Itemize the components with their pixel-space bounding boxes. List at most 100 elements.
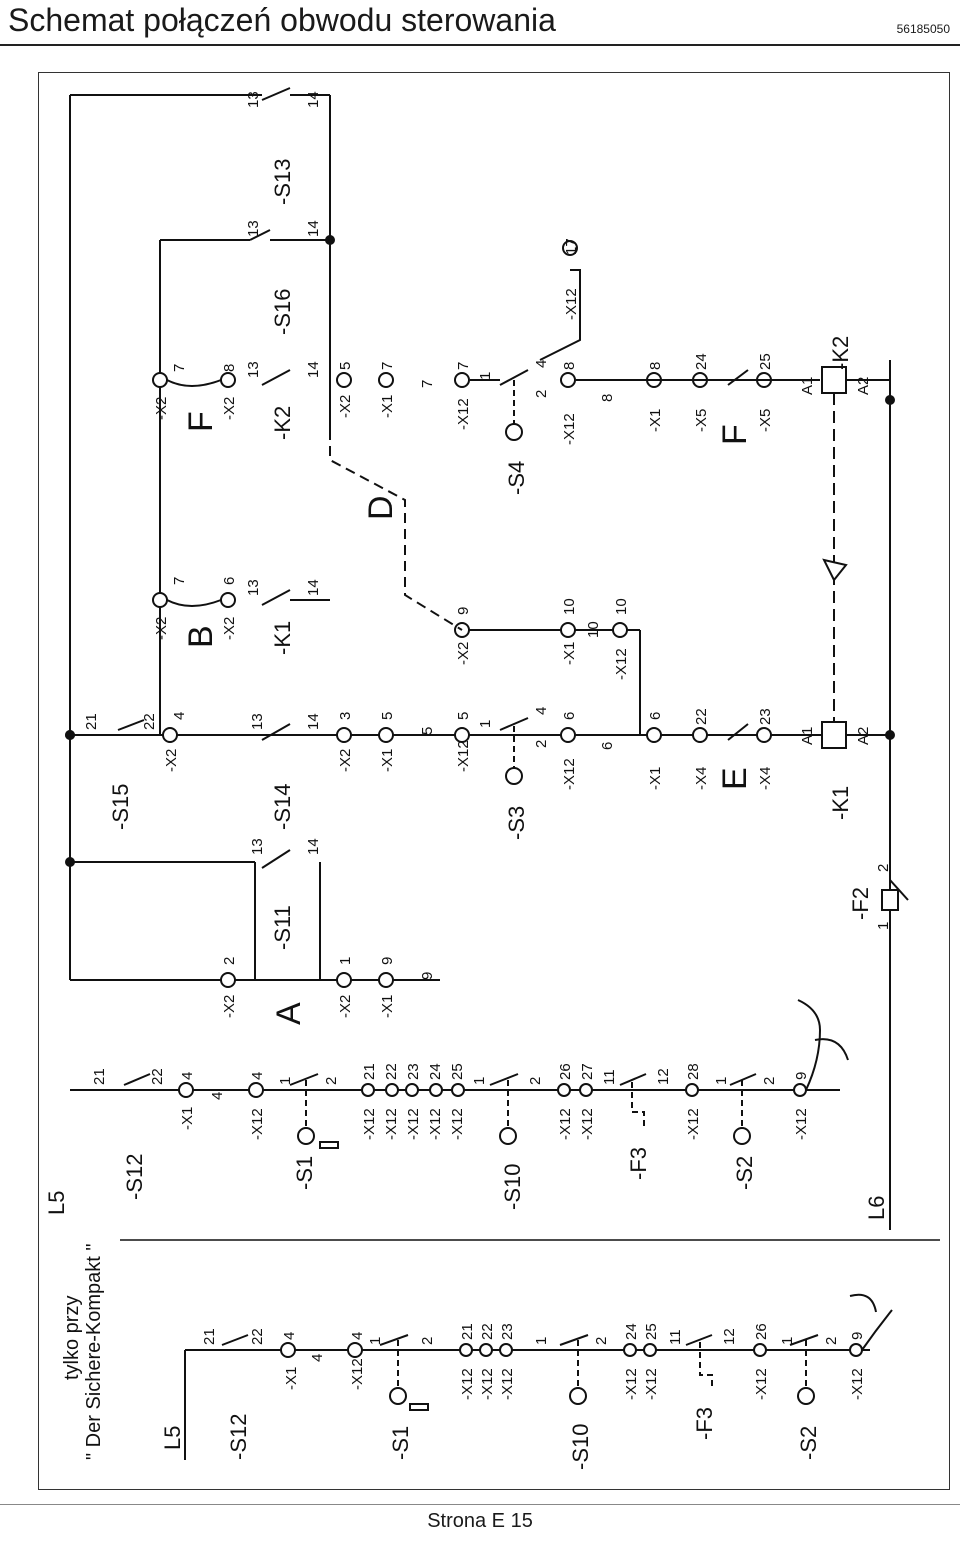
k2-contact-label: -K2	[270, 406, 295, 440]
c-pin: 24	[693, 353, 710, 370]
a-pin: 13	[249, 838, 266, 855]
c2-x12-terminal-6	[560, 727, 576, 743]
s1-button-base	[319, 1141, 339, 1149]
left-f3-link	[699, 1342, 713, 1390]
a-x1-terminal-9	[378, 972, 394, 988]
c2-x4-label: -X4	[693, 767, 710, 790]
c-x12-label-2: -X12	[561, 413, 578, 445]
s11-contact	[261, 849, 291, 869]
s1-pushbutton	[297, 1127, 315, 1145]
f-contact	[727, 369, 749, 386]
b-x2-label-3: -X2	[455, 642, 472, 665]
c-pin: 7	[455, 362, 472, 370]
c-pin: 8	[647, 362, 664, 370]
x12-terminal-4	[248, 1082, 264, 1098]
left-x12-terminal-25	[643, 1343, 657, 1357]
left-pin: 4	[309, 1354, 326, 1362]
wire-hook	[814, 1038, 849, 1061]
s1-label: -S1	[292, 1156, 317, 1190]
page-number: Strona E 15	[427, 1510, 533, 1532]
x12-terminal-22	[385, 1083, 399, 1097]
left-x12-label-6: -X12	[643, 1368, 660, 1400]
x12-label: -X12	[383, 1108, 400, 1140]
pin: 23	[405, 1063, 422, 1080]
left-x1-label: -X1	[283, 1367, 300, 1390]
x12-label: -X12	[427, 1108, 444, 1140]
c2-x2-terminal-4	[162, 727, 178, 743]
k1-contact	[261, 589, 291, 606]
c2-pin: 1	[477, 720, 494, 728]
s16-pin: 13	[245, 220, 262, 237]
s14-label: -S14	[270, 784, 295, 830]
k2-label: -K2	[828, 336, 853, 370]
k2-contact	[261, 369, 291, 386]
c2-pin: 6	[599, 742, 616, 750]
c-x1-label-2: -X1	[647, 409, 664, 432]
c2-pin: 5	[379, 712, 396, 720]
left-s10-contact	[559, 1334, 589, 1346]
group-f-letter: F	[716, 424, 754, 445]
c2-x4-label-2: -X4	[757, 767, 774, 790]
k1-label: -K1	[828, 786, 853, 820]
f3-contact	[619, 1073, 647, 1086]
c-x2-label-3: -X2	[337, 395, 354, 418]
x12-terminal-23	[405, 1083, 419, 1097]
left-pin: 4	[349, 1332, 366, 1340]
a-pin: 9	[379, 957, 396, 965]
left-pin: 26	[753, 1323, 770, 1340]
x1-label: -X1	[179, 1107, 196, 1130]
c2-pin: 6	[647, 712, 664, 720]
x12-17-label: -X12	[563, 288, 580, 320]
circuit-diagram: " Der Sichere-Kompakt " tylko przy L5 -S…	[44, 87, 940, 1470]
c2-x1-terminal-5	[378, 727, 394, 743]
left-pin: 2	[593, 1337, 610, 1345]
x12-label: -X12	[361, 1108, 378, 1140]
rail-l5-label: L5	[44, 1191, 69, 1215]
left-x12-label-3: -X12	[479, 1368, 496, 1400]
pin: 21	[361, 1063, 378, 1080]
x12-terminal-24	[429, 1083, 443, 1097]
b-x2-terminal-6	[220, 592, 236, 608]
pin: 2	[323, 1077, 340, 1085]
left-pin: 2	[419, 1337, 436, 1345]
s4-contact	[499, 369, 529, 386]
left-rail-label: L5	[160, 1426, 185, 1450]
left-s12-label: -S12	[226, 1414, 251, 1460]
s4-pushbutton	[505, 423, 523, 441]
left-s2-pushbutton	[797, 1387, 815, 1405]
b-pin: 13	[245, 579, 262, 596]
x12-label: -X12	[405, 1108, 422, 1140]
s14-contact	[261, 723, 291, 741]
pin: 1	[713, 1077, 730, 1085]
b-pin: 10	[585, 621, 602, 638]
x12-terminal-28	[685, 1083, 699, 1097]
left-f3-contact	[685, 1334, 713, 1346]
a-pin: 1	[337, 957, 354, 965]
left-x12-terminal-22	[479, 1343, 493, 1357]
pin: 2	[761, 1077, 778, 1085]
b-pin: 10	[613, 598, 630, 615]
b-x2-label-2: -X2	[221, 617, 238, 640]
left-s10-label: -S10	[568, 1424, 593, 1470]
x1-terminal-4	[178, 1082, 194, 1098]
pin: 4	[249, 1072, 266, 1080]
c-x1-terminal-7	[378, 372, 394, 388]
page-title: Schemat połączeń obwodu sterowania	[8, 2, 556, 38]
s4-to-x12-17	[539, 269, 581, 361]
left-x12-terminal-4	[347, 1342, 363, 1358]
interlock-triangle	[822, 558, 848, 582]
c-pin: 25	[757, 353, 774, 370]
c2-pin: A1	[799, 727, 816, 745]
a-pin: 14	[305, 838, 322, 855]
left-x12-terminal-9	[849, 1343, 863, 1357]
left-x12-terminal-26	[753, 1343, 767, 1357]
c2-pin: 3	[337, 712, 354, 720]
a-x1-label: -X1	[379, 995, 396, 1018]
b-x2-terminal-7	[152, 592, 168, 608]
s10-label: -S10	[500, 1164, 525, 1210]
c-pin: A1	[799, 377, 816, 395]
c-pin: 4	[533, 360, 550, 368]
a-x2-terminal-2	[220, 972, 236, 988]
s13-contact	[261, 87, 291, 101]
x12-terminal-21	[361, 1083, 375, 1097]
